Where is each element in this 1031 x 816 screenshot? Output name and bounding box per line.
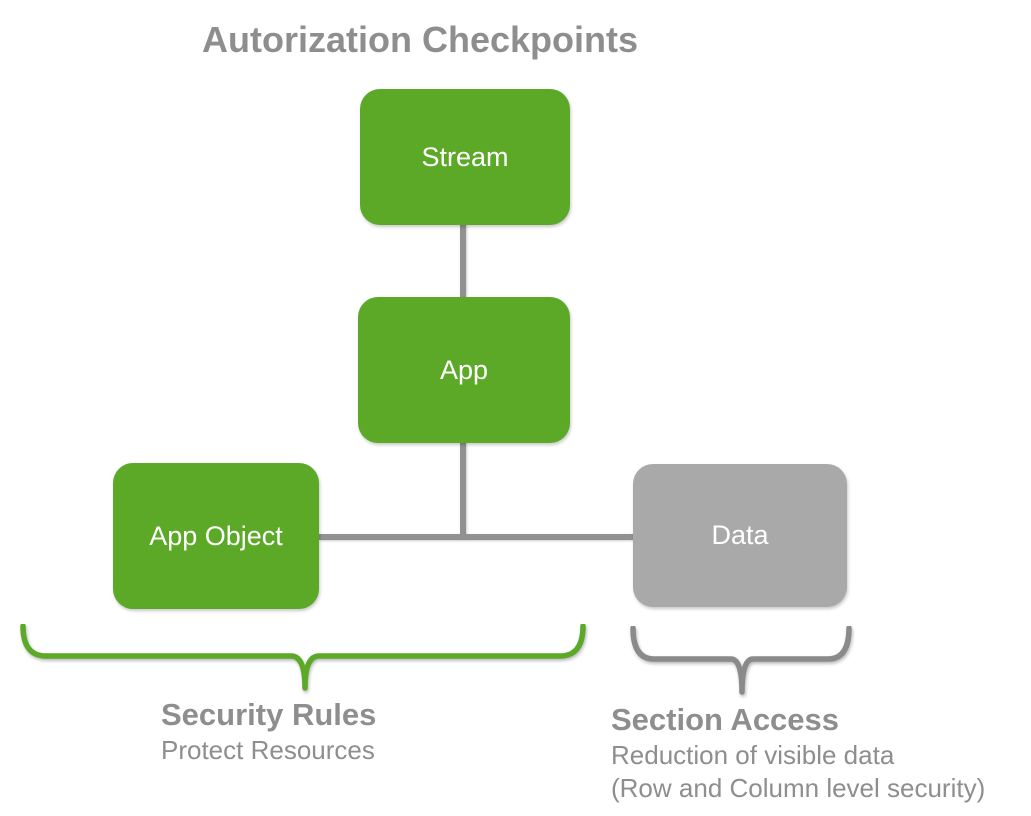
section-access-heading: Section Access	[611, 702, 840, 737]
connector-stream-to-app	[460, 224, 466, 298]
node-data: Data	[633, 464, 847, 607]
connector-app-object-to-data	[319, 534, 635, 540]
diagram-title: Autorization Checkpoints	[201, 19, 638, 60]
node-stream-label: Stream	[421, 141, 509, 172]
node-app: App	[358, 297, 570, 443]
node-stream: Stream	[360, 89, 570, 225]
node-app-label: App	[439, 354, 489, 385]
security-rules-caption: Security Rules Protect Resources	[161, 696, 376, 767]
node-data-label: Data	[711, 520, 769, 550]
node-app-object-label: App Object	[149, 520, 283, 551]
section-access-description-line2: (Row and Column level security)	[611, 773, 986, 803]
section-access-caption: Section Access Reduction of visible data…	[611, 701, 985, 805]
section-access-brace-icon	[630, 626, 852, 695]
section-access-description-line1: Reduction of visible data	[611, 740, 895, 770]
node-app-object: App Object	[113, 463, 319, 609]
security-rules-brace-icon	[20, 624, 586, 691]
security-rules-description: Protect Resources	[161, 735, 375, 765]
connector-app-to-junction	[460, 442, 466, 538]
security-rules-heading: Security Rules	[161, 697, 377, 732]
